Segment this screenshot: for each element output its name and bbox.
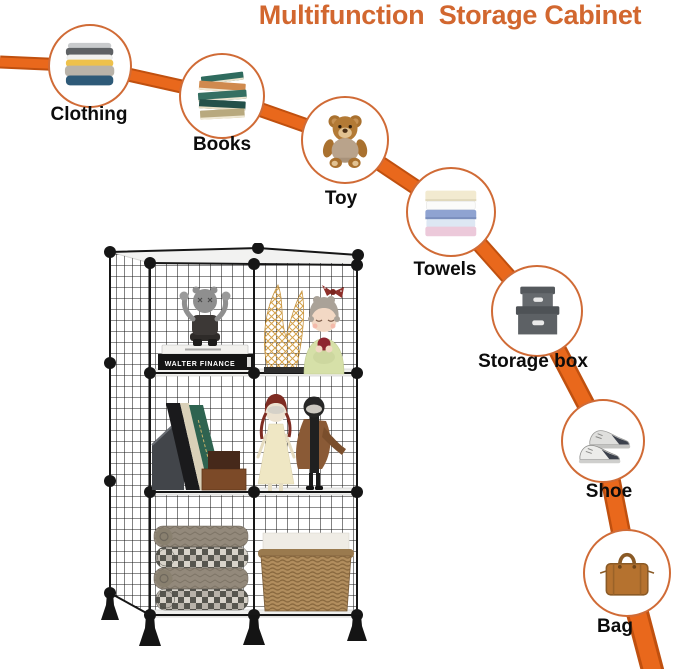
feature-label-shoe: Shoe: [585, 481, 633, 502]
towels-icon: [425, 190, 477, 237]
feature-label-books: Books: [192, 134, 252, 155]
storage-box-icon: [516, 287, 560, 335]
feature-badge-books: [179, 53, 265, 139]
cell-books-and-boxes: [151, 403, 247, 491]
feature-badge-bag: [583, 529, 671, 617]
feature-badge-toy: [301, 96, 389, 184]
feature-label-storage-box: Storage box: [478, 351, 588, 372]
cell-figurine-on-books: WALTER FINANCE: [158, 286, 253, 370]
feature-label-bag: Bag: [597, 616, 633, 637]
feature-badge-towels: [406, 167, 496, 257]
page-title: Multifunction Storage Cabinet: [258, 0, 642, 30]
shoe-icon: [579, 430, 631, 464]
feature-label-toy: Toy: [324, 188, 358, 209]
feature-badge-shoe: [561, 399, 645, 483]
doll-brown-cloak: [296, 396, 346, 490]
cell-string-art-and-girl: [263, 284, 345, 375]
storage-cabinet: WALTER FINANCE: [101, 243, 367, 646]
cabinet-feet: [101, 593, 367, 646]
feature-label-clothing: Clothing: [50, 104, 128, 125]
cell-wooden-dolls: [256, 394, 346, 491]
toy-icon: [322, 115, 368, 168]
cell-wicker-basket: [258, 532, 354, 612]
bag-icon: [599, 552, 655, 596]
cell-blanket-stack: [153, 525, 249, 611]
books-icon: [197, 71, 247, 120]
girl-figurine: [303, 285, 345, 375]
feature-badge-clothing: [48, 24, 132, 108]
grey-figurine: [179, 286, 231, 346]
feature-label-towels: Towels: [413, 259, 477, 280]
feature-badge-storage-box: [491, 265, 583, 357]
book-spine-text: WALTER FINANCE: [165, 361, 236, 368]
clothing-icon: [65, 43, 115, 86]
doll-red-hood: [256, 394, 296, 491]
